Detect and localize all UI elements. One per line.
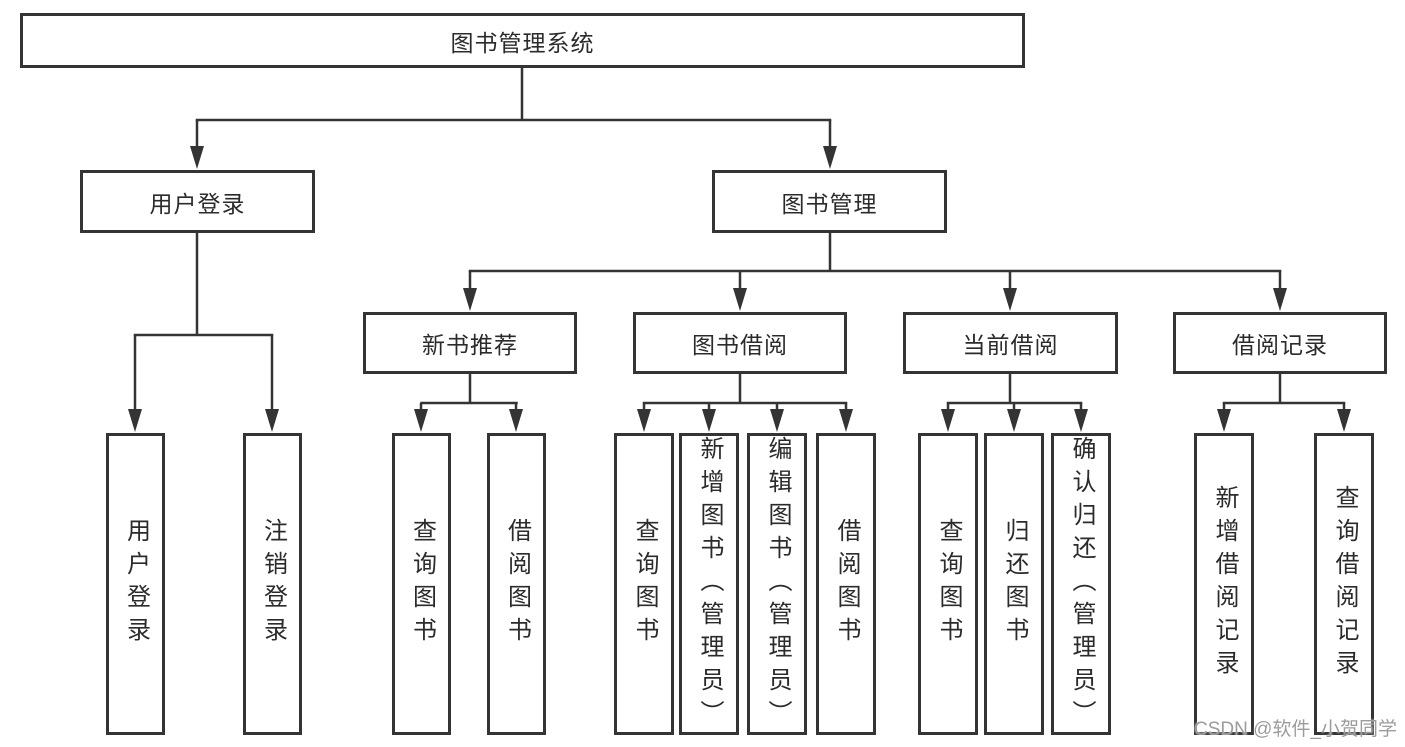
watermark: CSDN @软件_小贺同学 [1194,719,1397,740]
leaf-edit-book-admin: 编辑图书（管理员） [747,433,807,735]
node-book-borrowing-label: 图书借阅 [692,332,788,358]
node-book-borrowing: 图书借阅 [633,312,847,374]
leaf-logout: 注销登录 [243,433,302,735]
node-system-root-label: 图书管理系统 [450,29,595,56]
leaf-borrow-books: 借阅图书 [816,433,876,735]
leaf-query-borrow-record: 查询借阅记录 [1314,433,1374,735]
leaf-confirm-return-admin: 确认归还（管理员） [1051,433,1111,735]
leaf-borrow-books-recommend-label: 借阅图书 [503,518,531,650]
node-current-borrowing-label: 当前借阅 [962,332,1059,358]
node-user-login-label: 用户登录 [149,190,246,217]
node-user-login: 用户登录 [80,170,315,233]
leaf-confirm-return-admin-label: 确认归还（管理员） [1068,435,1095,733]
node-book-management-label: 图书管理 [781,190,878,217]
leaf-query-books-current-label: 查询图书 [935,518,962,650]
node-book-management: 图书管理 [712,170,947,233]
leaf-user-login-label: 用户登录 [122,518,150,650]
leaf-query-books-current: 查询图书 [918,433,978,735]
leaf-logout-label: 注销登录 [259,518,287,650]
node-new-book-recommendation: 新书推荐 [363,312,577,374]
leaf-borrow-books-recommend: 借阅图书 [487,433,546,735]
leaf-return-books: 归还图书 [984,433,1044,735]
leaf-query-borrow-record-label: 查询借阅记录 [1331,485,1358,683]
leaf-query-books-borrowing-label: 查询图书 [631,518,658,650]
node-current-borrowing: 当前借阅 [903,312,1118,374]
leaf-query-books-recommend-label: 查询图书 [408,518,436,650]
leaf-add-borrow-record-label: 新增借阅记录 [1211,485,1238,683]
leaf-add-book-admin: 新增图书（管理员） [679,433,739,735]
leaf-return-books-label: 归还图书 [1001,518,1028,650]
leaf-query-books-recommend: 查询图书 [392,433,451,735]
leaf-add-book-admin-label: 新增图书（管理员） [696,435,723,733]
node-new-book-recommendation-label: 新书推荐 [422,332,518,358]
node-system-root: 图书管理系统 [20,13,1025,68]
node-borrowing-records: 借阅记录 [1173,312,1387,374]
node-borrowing-records-label: 借阅记录 [1232,332,1328,358]
leaf-add-borrow-record: 新增借阅记录 [1194,433,1254,735]
leaf-edit-book-admin-label: 编辑图书（管理员） [764,435,791,733]
leaf-user-login: 用户登录 [106,433,165,735]
leaf-borrow-books-label: 借阅图书 [833,518,860,650]
leaf-query-books-borrowing: 查询图书 [614,433,674,735]
